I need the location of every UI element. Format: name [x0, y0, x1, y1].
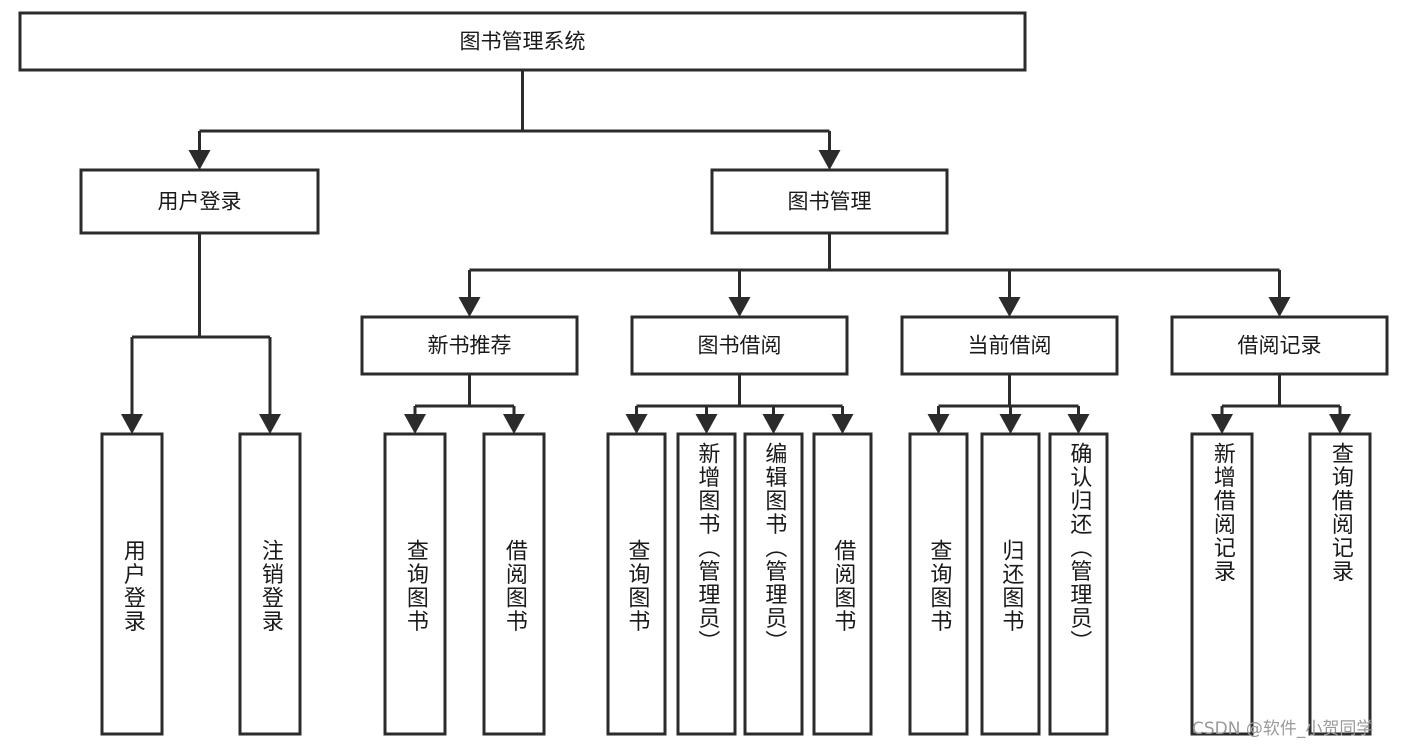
- node-label-current-borrow: 当前借阅: [968, 334, 1052, 358]
- new-book-recommend-to-leaf-borrow-book-1-arrowhead: [503, 414, 525, 434]
- node-box-borrow-record[interactable]: [1170, 315, 1389, 376]
- book-borrow-to-leaf-add-book-arrowhead: [695, 414, 718, 434]
- node-box-leaf-confirm-return[interactable]: [1048, 432, 1109, 736]
- user-login-to-leaf-logout-login-arrowhead: [259, 414, 281, 434]
- node-box-leaf-return-book[interactable]: [980, 432, 1041, 736]
- connector-layer: [121, 70, 1351, 434]
- node-box-leaf-query-book-2[interactable]: [606, 432, 667, 736]
- node-box-leaf-borrow-book-1[interactable]: [482, 432, 546, 736]
- node-box-leaf-user-login[interactable]: [100, 432, 164, 736]
- node-box-current-borrow[interactable]: [900, 315, 1119, 376]
- user-login-to-leaf-user-login-arrowhead: [121, 414, 143, 434]
- node-label-user-login: 用户登录: [158, 190, 242, 214]
- node-box-book-manage[interactable]: [710, 168, 949, 235]
- node-box-root[interactable]: [18, 11, 1027, 72]
- node-box-leaf-edit-book[interactable]: [743, 432, 804, 736]
- borrow-record-to-leaf-query-borrow-record-arrowhead: [1329, 414, 1351, 434]
- node-box-leaf-add-borrow-record[interactable]: [1190, 432, 1254, 736]
- node-label-book-manage: 图书管理: [788, 190, 872, 214]
- node-box-new-book-recommend[interactable]: [360, 315, 579, 376]
- borrow-record-to-leaf-add-borrow-record-arrowhead: [1211, 414, 1233, 434]
- node-box-leaf-query-book-3[interactable]: [908, 432, 969, 736]
- node-box-leaf-add-book[interactable]: [676, 432, 737, 736]
- book-manage-to-new-book-recommend-arrowhead: [458, 297, 481, 317]
- root-to-book-manage-arrowhead: [818, 150, 841, 170]
- node-label-borrow-record: 借阅记录: [1238, 334, 1322, 358]
- node-label-book-borrow: 图书借阅: [698, 334, 782, 358]
- book-borrow-to-leaf-query-book-2-arrowhead: [625, 414, 648, 434]
- book-borrow-to-leaf-edit-book-arrowhead: [762, 414, 785, 434]
- current-borrow-to-leaf-return-book-arrowhead: [999, 414, 1022, 434]
- book-manage-to-borrow-record-arrowhead: [1268, 297, 1291, 317]
- node-box-user-login[interactable]: [79, 168, 320, 235]
- node-box-leaf-query-book-1[interactable]: [383, 432, 447, 736]
- node-box-leaf-logout-login[interactable]: [238, 432, 302, 736]
- node-box-leaf-query-borrow-record[interactable]: [1308, 432, 1372, 736]
- node-label-new-book-recommend: 新书推荐: [428, 334, 512, 358]
- node-box-leaf-borrow-book-2[interactable]: [812, 432, 873, 736]
- new-book-recommend-to-leaf-query-book-1-arrowhead: [404, 414, 426, 434]
- book-manage-to-book-borrow-arrowhead: [728, 297, 751, 317]
- current-borrow-to-leaf-confirm-return-arrowhead: [1067, 414, 1090, 434]
- root-to-user-login-arrowhead: [188, 150, 211, 170]
- current-borrow-to-leaf-query-book-3-arrowhead: [927, 414, 950, 434]
- node-label-root: 图书管理系统: [460, 30, 586, 54]
- book-manage-to-current-borrow-arrowhead: [998, 297, 1021, 317]
- node-box-book-borrow[interactable]: [630, 315, 849, 376]
- book-borrow-to-leaf-borrow-book-2-arrowhead: [831, 414, 854, 434]
